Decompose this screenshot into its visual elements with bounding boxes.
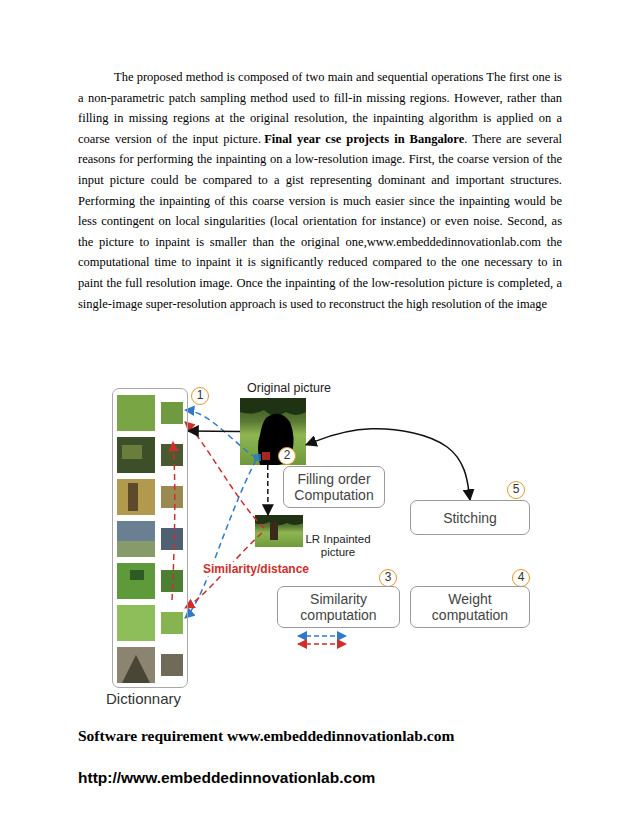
similarity-links <box>172 410 264 618</box>
picture-frame: LR Inpainted picture <box>255 515 303 547</box>
process-box: Filling order Computation <box>283 466 385 508</box>
process-box: Similarity computation <box>277 586 400 628</box>
dictionary-patches <box>117 395 183 683</box>
footer-text: Software requirement www.embeddedinnovat… <box>78 727 454 745</box>
dictionary-panel: Dictionnary <box>112 388 188 688</box>
node-label: Original picture <box>247 381 331 395</box>
node-label: Stitching <box>443 510 497 526</box>
node-label: Weight computation <box>419 591 521 623</box>
arrow-key <box>298 636 346 644</box>
original-photo <box>240 398 306 465</box>
lr-photo <box>255 515 303 547</box>
callout-number: 2 <box>278 447 296 465</box>
callout-number: 1 <box>191 387 209 405</box>
paragraph: The proposed method is composed of two m… <box>78 67 562 314</box>
callout-number: 3 <box>379 569 397 587</box>
callout-number: 5 <box>507 481 525 499</box>
callout-number: 4 <box>512 569 530 587</box>
process-box: Weight computation <box>410 586 530 628</box>
node-label: Dictionnary <box>106 690 181 707</box>
node-label: Similarity computation <box>286 591 391 623</box>
body-text: . There are several reasons for performi… <box>78 132 562 311</box>
connector-arrow <box>267 465 269 515</box>
node-label: Filling order Computation <box>292 471 376 503</box>
footer-url: http://www.embeddedinnovationlab.com <box>78 769 375 787</box>
picture-frame: Original picture <box>240 398 306 465</box>
process-box: Stitching <box>410 500 530 535</box>
node-label: LR Inpainted picture <box>305 533 371 559</box>
connector-arrow <box>188 430 240 432</box>
body-text-bold: Final year cse projects in Bangalore <box>264 132 464 146</box>
link-label: Similarity/distance <box>201 562 311 576</box>
